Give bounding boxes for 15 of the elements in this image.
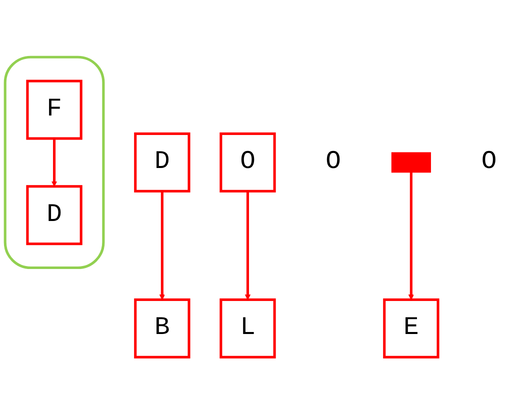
node-text: O (326, 148, 341, 176)
node-box: O (220, 132, 276, 192)
node-box: L (220, 298, 276, 358)
node-box: D (26, 184, 82, 245)
arrow (159, 191, 165, 300)
arrow (51, 138, 58, 186)
node-box: B (134, 298, 190, 358)
node-box: F (26, 80, 82, 140)
node-text: O (481, 148, 497, 176)
arrow (408, 172, 414, 300)
arrow (244, 191, 251, 300)
cluster (4, 56, 105, 269)
node-box: E (383, 298, 440, 358)
node-bar (391, 152, 431, 173)
node-box: D (134, 132, 190, 192)
